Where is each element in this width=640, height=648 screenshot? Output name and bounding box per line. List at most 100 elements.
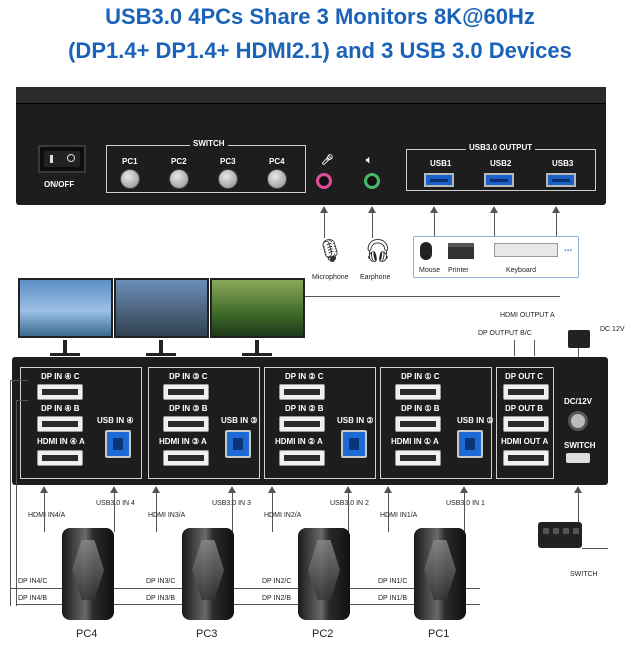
dp-out-c-port[interactable] xyxy=(503,384,549,400)
pc1-dp-c-label: DP IN ① C xyxy=(401,372,440,381)
pc4-dp-c-label: DP IN ④ C xyxy=(41,372,80,381)
pc2-tower-icon xyxy=(298,528,350,620)
usb3-label: USB3 xyxy=(552,159,574,168)
pc4-usb-b-port[interactable] xyxy=(105,430,131,458)
pc2-dp-b-port[interactable] xyxy=(279,416,325,432)
pc3-usb-b-port[interactable] xyxy=(225,430,251,458)
switch-port[interactable] xyxy=(566,453,590,463)
pc1-dp-b-port[interactable] xyxy=(395,416,441,432)
pc3-tower-icon xyxy=(182,528,234,620)
dp-out-c-label: DP OUT C xyxy=(505,372,544,381)
dp-out-b-label: DP OUT B xyxy=(505,404,544,413)
usb2-port[interactable] xyxy=(484,173,514,187)
hdmi-out-label: HDMI OUT A xyxy=(501,437,549,446)
pc2-button-label: PC2 xyxy=(171,157,187,166)
rear-panel: DP IN ④ C DP IN ④ B HDMI IN ④ A USB IN ④… xyxy=(12,357,608,485)
power-adapter-icon xyxy=(568,330,590,348)
pc4-dp-c-port[interactable] xyxy=(37,384,83,400)
pc4-usb-cable-label: USB3.0 IN 4 xyxy=(96,500,135,507)
headphones-icon: 🎧︎ xyxy=(364,238,392,263)
front-panel: ON/OFF SWITCH PC1 PC2 PC3 PC4 🎤︎ 🔈︎ USB3… xyxy=(16,87,606,205)
pc2-dp-b-label: DP IN ② B xyxy=(285,404,324,413)
pc2-button[interactable] xyxy=(169,169,189,189)
pc3-dp-b-port[interactable] xyxy=(163,416,209,432)
dp-out-b-port[interactable] xyxy=(503,416,549,432)
microphone-icon: 🎤︎ xyxy=(321,155,334,166)
pc1-label: PC1 xyxy=(428,628,450,640)
pc3-input-group: DP IN ③ C DP IN ③ B HDMI IN ③ A USB IN ③ xyxy=(148,367,260,479)
keyboard-label: Keyboard xyxy=(506,267,536,274)
usb-peripherals-box: ... Mouse Printer Keyboard xyxy=(413,236,579,278)
usb1-port[interactable] xyxy=(424,173,454,187)
pc3-dp-c-cable-label: DP IN3/C xyxy=(146,578,176,585)
earphone-jack[interactable] xyxy=(364,173,380,189)
dc-label: DC/12V xyxy=(564,397,593,406)
pc1-tower-icon xyxy=(414,528,466,620)
printer-icon xyxy=(448,243,474,259)
headline-subtitle: (DP1.4+ DP1.4+ HDMI2.1) and 3 USB 3.0 De… xyxy=(68,38,572,63)
pc4-dp-c-cable-label: DP IN4/C xyxy=(18,578,48,585)
remote-switch-label: SWITCH xyxy=(570,571,598,578)
pc1-usb-cable-label: USB3.0 IN 1 xyxy=(446,500,485,507)
remote-switch-icon[interactable] xyxy=(538,522,582,548)
usb1-label: USB1 xyxy=(430,159,452,168)
printer-label: Printer xyxy=(448,267,469,274)
pc2-usb-label: USB IN ② xyxy=(337,416,374,425)
pc3-usb-cable-label: USB3.0 IN 3 xyxy=(212,500,251,507)
power-label: ON/OFF xyxy=(44,180,75,189)
pc4-button[interactable] xyxy=(267,169,287,189)
pc1-dp-c-port[interactable] xyxy=(395,384,441,400)
pc4-hdmi-cable-label: HDMI IN4/A xyxy=(28,512,66,519)
usb-output-label: USB3.0 OUTPUT xyxy=(466,143,536,152)
monitor-1 xyxy=(18,278,113,338)
pc1-button[interactable] xyxy=(120,169,140,189)
pc4-input-group: DP IN ④ C DP IN ④ B HDMI IN ④ A USB IN ④ xyxy=(20,367,142,479)
pc4-dp-b-label: DP IN ④ B xyxy=(41,404,80,413)
pc3-dp-c-label: DP IN ③ C xyxy=(169,372,208,381)
pc1-dp-b-label: DP IN ① B xyxy=(401,404,440,413)
pc1-button-label: PC1 xyxy=(122,157,138,166)
pc1-dp-c-cable-label: DP IN1/C xyxy=(378,578,408,585)
pc3-dp-b-cable-label: DP IN3/B xyxy=(146,595,176,602)
pc4-dp-b-cable-label: DP IN4/B xyxy=(18,595,48,602)
pc2-usb-b-port[interactable] xyxy=(341,430,367,458)
monitor-2 xyxy=(114,278,209,338)
rear-switch-label: SWITCH xyxy=(564,441,596,450)
pc2-usb-cable-label: USB3.0 IN 2 xyxy=(330,500,369,507)
usb2-label: USB2 xyxy=(490,159,512,168)
more-devices-indicator: ... xyxy=(564,243,573,254)
mouse-label: Mouse xyxy=(419,267,441,274)
pc3-dp-c-port[interactable] xyxy=(163,384,209,400)
pc1-usb-label: USB IN ① xyxy=(457,416,494,425)
pc3-button[interactable] xyxy=(218,169,238,189)
pc3-hdmi-port[interactable] xyxy=(163,450,209,466)
microphone-label: Microphone xyxy=(312,274,349,281)
switch-label: SWITCH xyxy=(190,139,228,148)
pc2-dp-c-label: DP IN ② C xyxy=(285,372,324,381)
pc3-hdmi-label: HDMI IN ③ A xyxy=(159,437,207,446)
microphone-icon: 🎙︎ xyxy=(316,238,344,263)
hdmi-out-port[interactable] xyxy=(503,450,549,466)
pc1-hdmi-cable-label: HDMI IN1/A xyxy=(380,512,418,519)
pc3-hdmi-cable-label: HDMI IN3/A xyxy=(148,512,186,519)
pc2-hdmi-port[interactable] xyxy=(279,450,325,466)
pc3-button-label: PC3 xyxy=(220,157,236,166)
power-switch[interactable] xyxy=(38,145,86,173)
dc-jack[interactable] xyxy=(568,411,588,431)
pc4-dp-b-port[interactable] xyxy=(37,416,83,432)
pc4-label: PC4 xyxy=(76,628,98,640)
pc2-dp-b-cable-label: DP IN2/B xyxy=(262,595,292,602)
pc1-input-group: DP IN ① C DP IN ① B HDMI IN ① A USB IN ① xyxy=(380,367,494,479)
keyboard-icon xyxy=(494,243,558,257)
pc1-dp-b-cable-label: DP IN1/B xyxy=(378,595,408,602)
pc3-dp-b-label: DP IN ③ B xyxy=(169,404,208,413)
usb3-port[interactable] xyxy=(546,173,576,187)
output-group: DP OUT C DP OUT B HDMI OUT A xyxy=(496,367,554,479)
pc4-hdmi-port[interactable] xyxy=(37,450,83,466)
pc2-dp-c-cable-label: DP IN2/C xyxy=(262,578,292,585)
pc1-usb-b-port[interactable] xyxy=(457,430,483,458)
microphone-jack[interactable] xyxy=(316,173,332,189)
pc1-hdmi-port[interactable] xyxy=(395,450,441,466)
pc2-dp-c-port[interactable] xyxy=(279,384,325,400)
pc2-hdmi-label: HDMI IN ② A xyxy=(275,437,323,446)
